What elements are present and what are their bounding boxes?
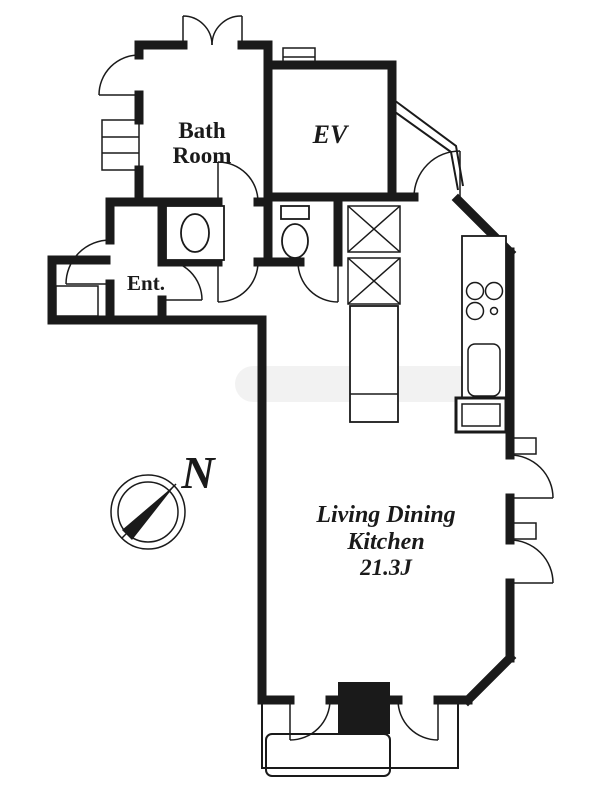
- north-label: N: [180, 447, 216, 498]
- bath-room-label-line1: Bath: [178, 118, 226, 143]
- windows: [101, 47, 316, 171]
- pipe-shaft-box: [347, 257, 401, 305]
- washbasin-icon: [165, 205, 225, 261]
- kitchen-sink-icon: [467, 343, 501, 397]
- bath-room-label-line2: Room: [173, 143, 232, 168]
- double-door-right-arc: [211, 15, 243, 46]
- wall-path: [47, 40, 517, 707]
- elevator-shaft-walls: [263, 60, 397, 202]
- balcony-step: [265, 733, 391, 777]
- ldk-area-label: 21.3J: [359, 555, 413, 580]
- pipe-shaft-box: [347, 205, 401, 253]
- room-labels: Bath Room EV Ent. Living Dining Kitchen …: [127, 118, 456, 580]
- toilet-door-arc: [297, 261, 339, 303]
- pillar: [338, 682, 390, 734]
- right-window-sill2: [507, 522, 537, 540]
- bath-door-arc: [217, 161, 259, 203]
- bottom-balcony-door2-arc: [397, 699, 439, 741]
- window-icon: [101, 119, 140, 171]
- right-balcony-door2-arc: [509, 539, 554, 584]
- right-balcony-door1-arc: [509, 454, 554, 499]
- exterior-corridor-lines: [387, 99, 464, 191]
- compass-icon: N: [110, 447, 216, 550]
- kitchen-island: [349, 305, 399, 423]
- meter-box-icon: [282, 47, 316, 67]
- balcony: [261, 700, 459, 777]
- elevator-label: EV: [312, 120, 350, 149]
- corridor-door-arc: [413, 150, 461, 198]
- entrance-label: Ent.: [127, 271, 165, 295]
- entrance-step: [55, 285, 99, 317]
- walls: [47, 40, 517, 734]
- door-arcs: [65, 15, 554, 741]
- toilet-icon: [280, 205, 310, 259]
- closet-door-arc: [98, 54, 140, 96]
- ldk-label-line1: Living Dining: [315, 502, 455, 528]
- stove-icon: [465, 281, 504, 321]
- appliance-box: [454, 396, 508, 434]
- balcony-outline: [261, 700, 459, 769]
- washroom-door-arc: [217, 261, 259, 303]
- ldk-label-line2: Kitchen: [346, 529, 424, 555]
- kitchen-counter: [454, 235, 508, 434]
- double-door-left-arc: [182, 15, 213, 46]
- compass-needle: [122, 484, 176, 540]
- right-window-sill1: [507, 437, 537, 455]
- entrance-door-arc: [65, 239, 111, 285]
- fixtures: [55, 205, 508, 434]
